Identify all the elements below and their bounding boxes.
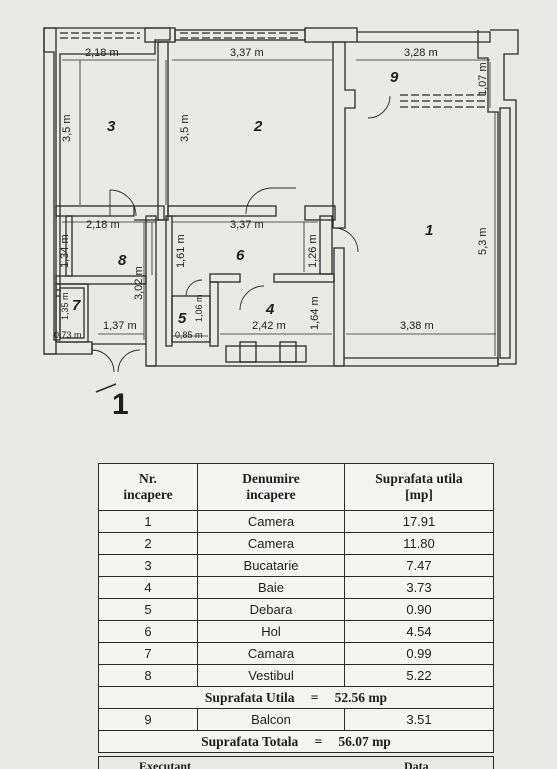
room-4-label: 4	[265, 301, 275, 318]
useful-area-label: Suprafata Utila	[204, 689, 295, 705]
dim-r3-width: 2,18 m	[85, 47, 119, 59]
dim-r1-height: 5,3 m	[477, 227, 489, 255]
dim-r9-width: 3,28 m	[404, 47, 438, 59]
dim-r8-bottom-width: 1,37 m	[103, 320, 137, 332]
wall-3-2	[157, 41, 169, 221]
dim-r4-width: 2,42 m	[252, 320, 286, 332]
header-nr: Nr.incapere	[98, 463, 198, 511]
room-7-label: 7	[72, 297, 81, 314]
dim-r6-width: 3,37 m	[230, 219, 264, 231]
useful-area-value: 52.56 mp	[334, 689, 388, 705]
dim-r4-height: 1,64 m	[309, 296, 321, 330]
room-8-label: 8	[118, 252, 127, 269]
dim-r9-depth: 1,07 m	[477, 62, 489, 96]
total-area-value: 56.07 mp	[338, 733, 391, 749]
dim-r3-height: 3,5 m	[61, 114, 73, 142]
total-area-label: Suprafata Totala	[201, 733, 299, 749]
wall-2-1	[332, 41, 356, 229]
useful-area-row: Suprafata Utila=52.56 mp	[98, 686, 494, 709]
dim-r5-height: 1,06 m	[194, 294, 204, 322]
room-1-label: 1	[425, 222, 433, 239]
wall-top-right	[304, 27, 358, 43]
dim-r5-width: 0,85 m	[175, 330, 203, 340]
signature-row-partial: Executant Data	[98, 756, 494, 769]
floor-plan: 2,18 m 3,37 m 3,28 m 1,07 m 3,5 m 3,5 m …	[43, 27, 519, 421]
room-9-label: 9	[390, 69, 399, 86]
dim-r7-width: 0,73 m	[54, 330, 82, 340]
room-5-label: 5	[178, 310, 187, 327]
executant-label: Executant	[139, 759, 191, 769]
dim-r8-height-a: 1,34 m	[59, 234, 71, 268]
dim-r1-width: 3,38 m	[400, 320, 434, 332]
dim-r6-height-b: 1,26 m	[307, 234, 319, 268]
room-2-label: 2	[253, 118, 263, 135]
room-6-label: 6	[236, 247, 245, 264]
room-3-label: 3	[107, 118, 116, 135]
dim-r8-height-b: 3,02 m	[133, 266, 145, 300]
dim-r6-height-a: 1,61 m	[175, 234, 187, 268]
wall-outer-left	[43, 27, 171, 341]
header-area: Suprafata utila[mp]	[344, 463, 494, 511]
total-area-row: Suprafata Totala=56.07 mp	[98, 730, 494, 753]
dim-r2-width: 3,37 m	[230, 47, 264, 59]
north-mark: 1	[112, 388, 129, 421]
dim-r8-width: 2,18 m	[86, 219, 120, 231]
dim-r7-height: 1,35 m	[60, 292, 70, 320]
date-label: Data	[404, 759, 429, 769]
dim-r2-height: 3,5 m	[179, 114, 191, 142]
